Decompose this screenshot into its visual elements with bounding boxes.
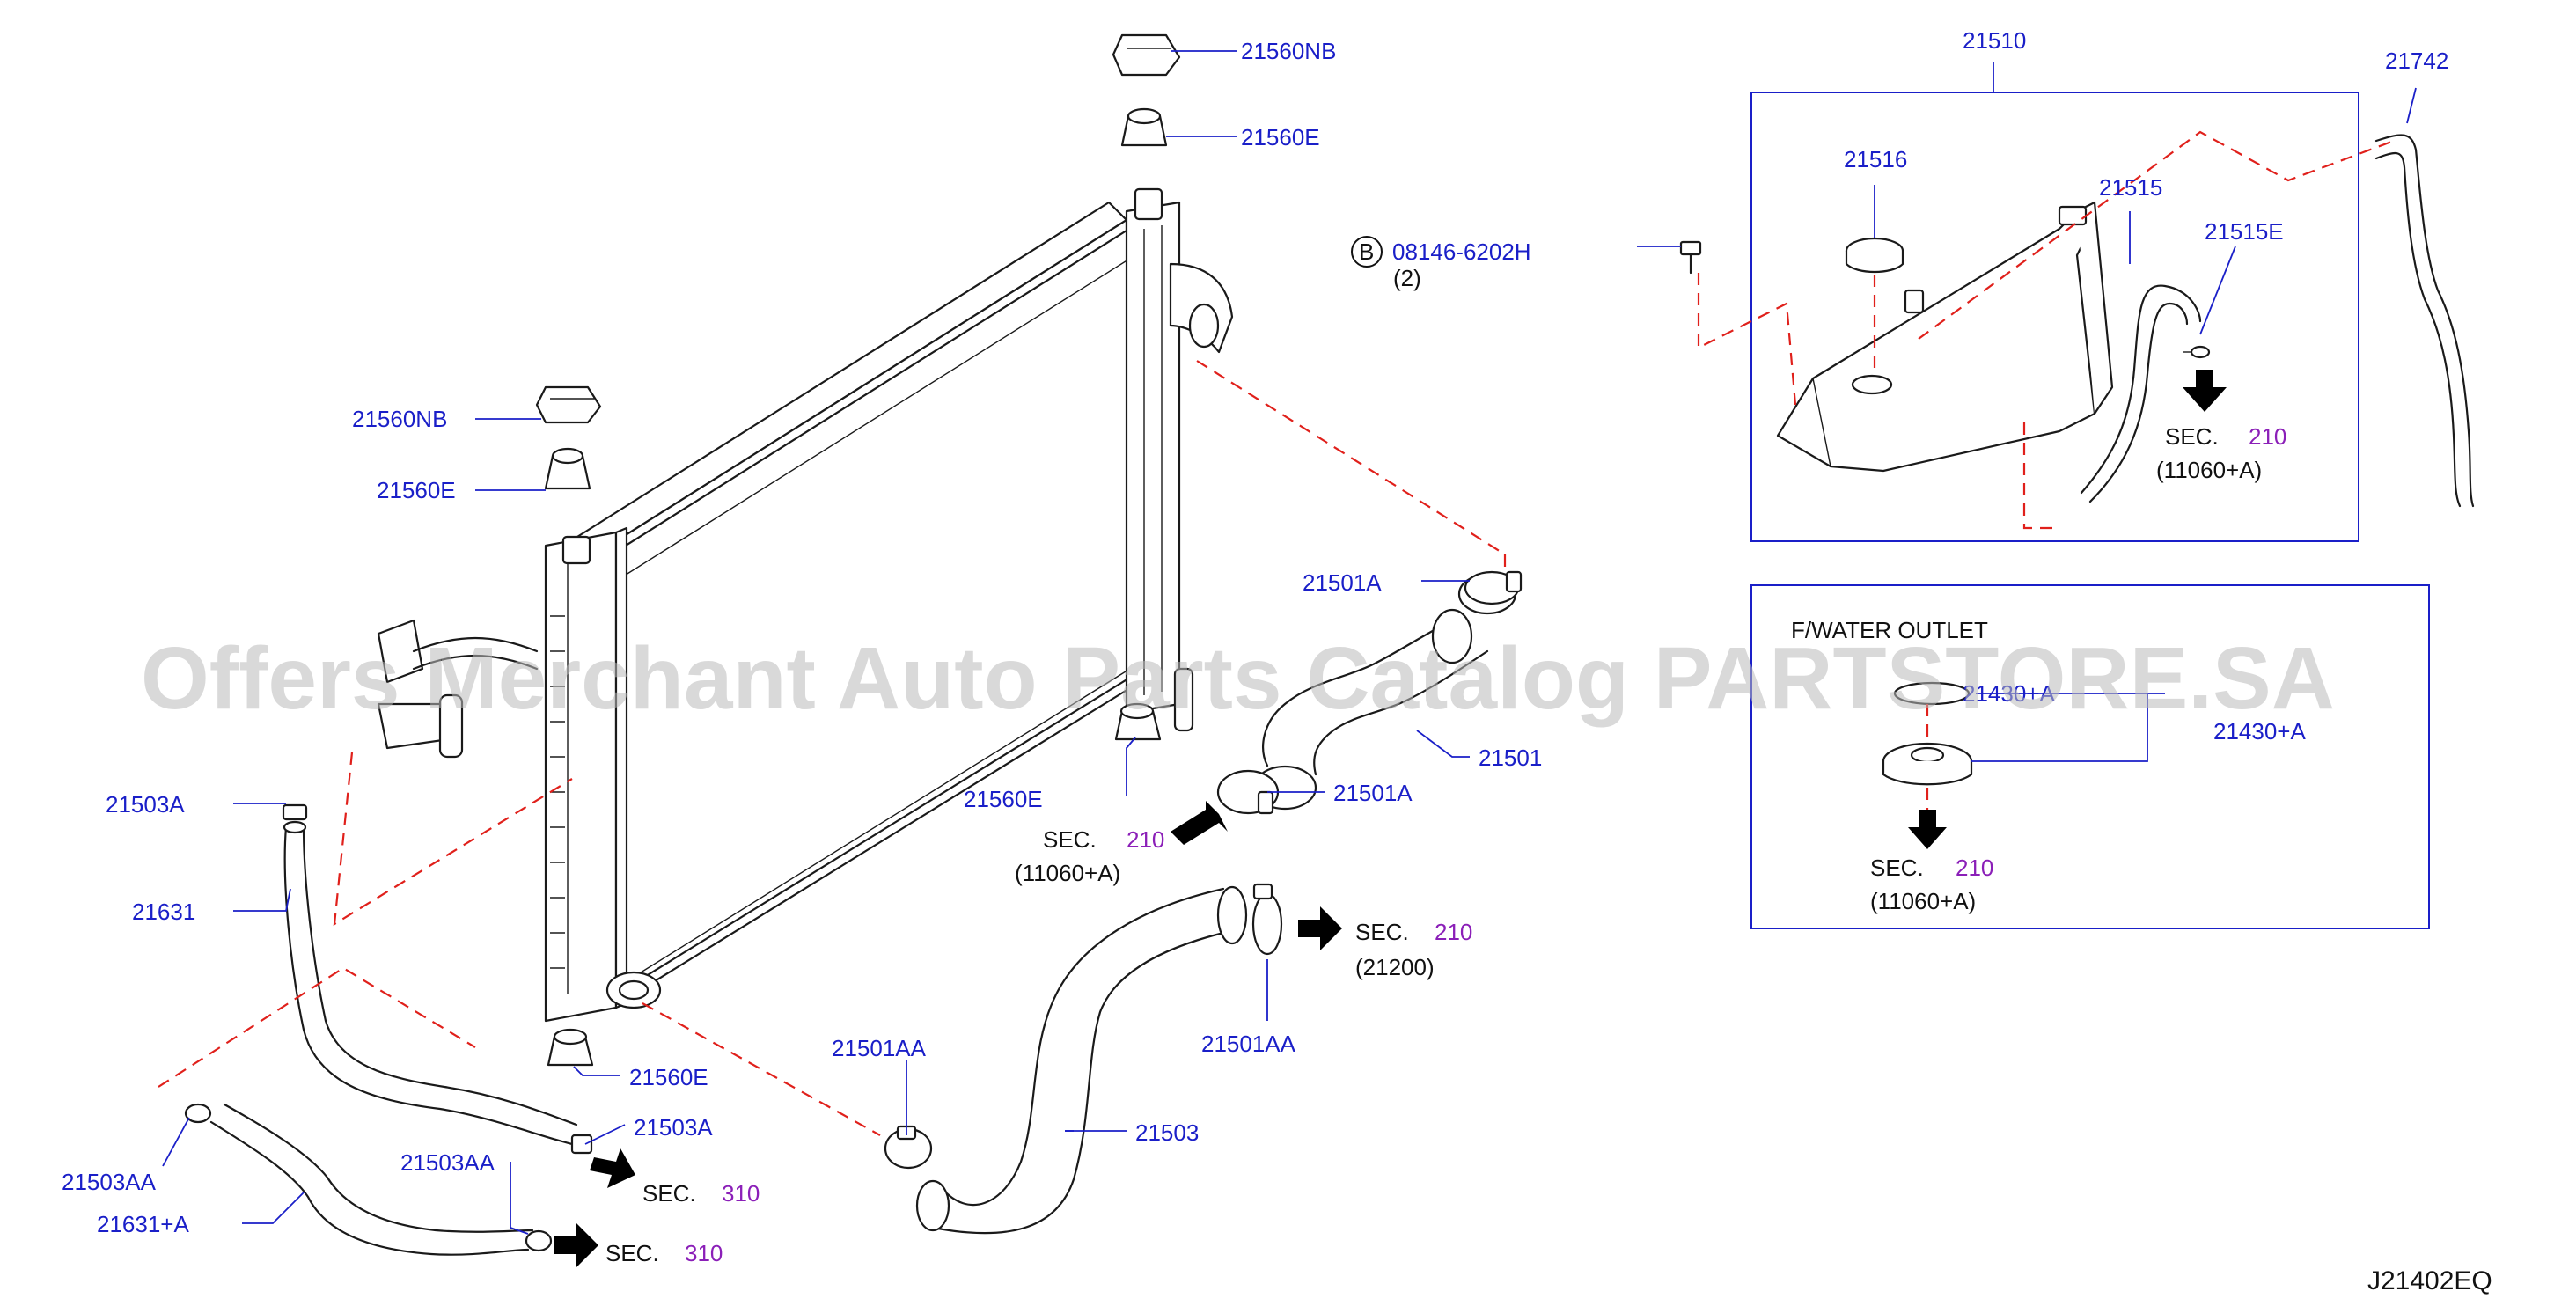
label-21631[interactable]: 21631 [132,899,195,925]
svg-text:210: 210 [1956,855,1993,881]
tank-cap-21516[interactable] [1845,237,1904,273]
hose-21631[interactable] [283,820,578,1146]
label-21503AA-mid[interactable]: 21503AA [400,1149,495,1176]
connection-lines [158,130,2395,1136]
clamp-21501A-top[interactable] [1464,570,1523,605]
section-references: SEC. 210 (11060+A) SEC. 210 (11060+A) SE… [605,423,2286,1266]
inset-title: F/WATER OUTLET [1791,617,1988,643]
part-labels: 21560NB 21560E 21560NB 21560E 21560E 215… [62,27,2448,1237]
watermark: Offers Merchant Auto Parts Catalog PARTS… [141,629,2335,728]
svg-text:SEC.: SEC. [1870,855,1924,881]
hose-21503[interactable] [915,885,1248,1235]
svg-text:(11060+A): (11060+A) [1015,860,1120,886]
svg-text:SEC.: SEC. [2165,423,2219,450]
label-21560E-mid[interactable]: 21560E [964,786,1043,812]
radiator-cap-21430A[interactable] [1882,742,1973,786]
gasket-21430A[interactable] [1893,681,1971,706]
sec-ref-inset[interactable]: SEC. 210 (11060+A) [1870,855,1993,914]
clip-21515E[interactable] [2183,345,2211,359]
label-21501[interactable]: 21501 [1479,745,1542,771]
diagram-code: J21402EQ [2367,1266,2492,1295]
label-21742[interactable]: 21742 [2385,48,2448,74]
svg-text:SEC.: SEC. [642,1180,696,1207]
hose-21742[interactable] [2374,134,2475,508]
label-21631-A[interactable]: 21631+A [97,1211,189,1237]
label-21503A-low[interactable]: 21503A [634,1114,713,1141]
left-tank-fins [550,615,565,969]
label-21503AA-left[interactable]: 21503AA [62,1169,157,1195]
label-08146-qty: (2) [1393,265,1421,291]
reservoir-box [1750,92,2359,542]
clamp-21503AA-mid[interactable] [525,1229,553,1252]
svg-text:(11060+A): (11060+A) [1870,888,1976,914]
arrow-hose-right [1298,906,1342,950]
radiator[interactable] [377,187,1234,1023]
svg-text:SEC.: SEC. [605,1240,659,1266]
sec-ref-tank[interactable]: SEC. 210 (11060+A) [2156,423,2286,483]
flow-arrows [554,370,2227,1267]
hose-21515[interactable] [2080,284,2202,503]
sec-ref-low2[interactable]: SEC. 310 [605,1240,723,1266]
label-21516[interactable]: 21516 [1844,146,1907,172]
leader-lines [162,50,2417,1235]
label-21430A[interactable]: 21430+A [2213,718,2306,745]
label-21515[interactable]: 21515 [2099,174,2162,201]
clamp-21503AA-left[interactable] [184,1103,212,1124]
svg-text:SEC.: SEC. [1355,919,1409,945]
arrow-inset [1908,810,1947,849]
svg-text:(21200): (21200) [1355,954,1435,980]
arrow-center [1171,801,1228,845]
label-21503A-left[interactable]: 21503A [106,791,185,818]
label-21430A-partial[interactable]: 21430+A [1963,680,2055,707]
label-21515E[interactable]: 21515E [2205,218,2284,245]
label-21510[interactable]: 21510 [1963,27,2026,54]
arrow-low2 [554,1223,598,1267]
clamp-21503A-low[interactable] [570,1134,593,1155]
label-21501A-top[interactable]: 21501A [1303,569,1382,596]
svg-text:210: 210 [1435,919,1472,945]
clamp-21501AA-right[interactable] [1251,883,1283,956]
mount-21560E-mid[interactable] [1114,702,1162,741]
label-21503[interactable]: 21503 [1135,1119,1199,1146]
arrow-low1 [590,1148,635,1188]
arrow-tank [2183,370,2227,412]
water-outlet-box [1750,584,2430,929]
mount-21560E-top[interactable] [1120,107,1168,147]
label-21501AA-right[interactable]: 21501AA [1201,1031,1296,1057]
label-21560E-top[interactable]: 21560E [1241,124,1320,150]
sec-ref-center[interactable]: SEC. 210 (11060+A) [1015,826,1164,886]
svg-text:SEC.: SEC. [1043,826,1097,853]
label-08146-badge: B [1359,238,1374,265]
clamp-21501AA-left[interactable] [884,1125,933,1170]
clip-21560NB-left[interactable] [535,385,602,424]
mount-21560E-bot[interactable] [547,1028,594,1067]
label-21560E-left[interactable]: 21560E [377,477,456,503]
clip-21560NB-top[interactable] [1112,33,1181,77]
clamp-21503A-left[interactable] [282,803,308,821]
svg-text:(11060+A): (11060+A) [2156,457,2262,483]
tank-neck [1851,374,1893,395]
sec-ref-hose-right[interactable]: SEC. 210 (21200) [1355,919,1472,980]
label-21501AA-left[interactable]: 21501AA [832,1035,927,1061]
reservoir-tank[interactable] [1776,201,2114,473]
sec-ref-low1[interactable]: SEC. 310 [642,1180,760,1207]
badge-circle [1351,236,1383,268]
label-21560NB-top[interactable]: 21560NB [1241,38,1336,64]
label-21560E-bot[interactable]: 21560E [629,1064,708,1090]
hose-21631-A[interactable] [209,1103,534,1256]
svg-text:310: 310 [685,1240,723,1266]
bolt-08146[interactable] [1679,240,1702,275]
svg-text:210: 210 [2249,423,2286,450]
label-08146[interactable]: 08146-6202H [1392,238,1531,265]
label-21560NB-left[interactable]: 21560NB [352,406,447,432]
svg-text:310: 310 [722,1180,760,1207]
mount-21560E-left[interactable] [544,447,591,490]
label-21501A-mid[interactable]: 21501A [1333,780,1413,806]
svg-text:210: 210 [1127,826,1164,853]
